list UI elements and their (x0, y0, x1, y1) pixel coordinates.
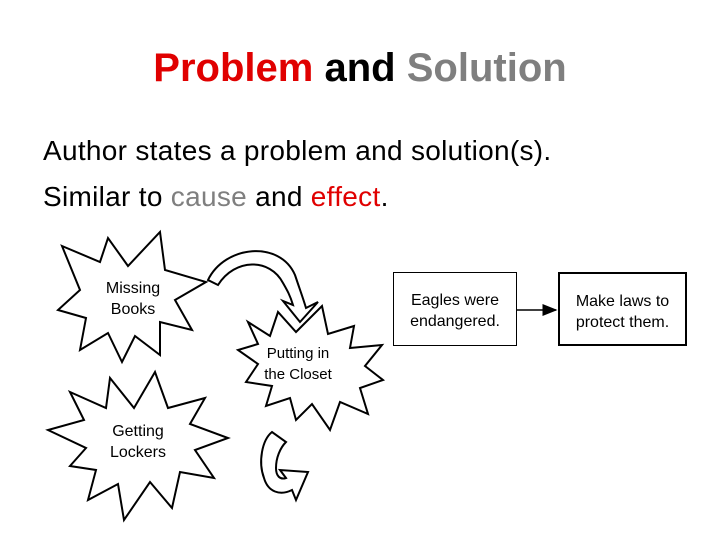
starburst-getting-lockers (45, 369, 231, 523)
body-line-2: Similar to cause and effect. (43, 180, 389, 214)
body-effect: effect (310, 181, 381, 212)
starburst-missing-books (55, 229, 209, 365)
title-solution: Solution (406, 46, 567, 90)
box-eagles-endangered: Eagles were endangered. (393, 272, 517, 346)
label-the-closet: the Closet (264, 366, 332, 383)
label-putting-in: Putting in (266, 345, 330, 362)
label-missing: Missing (105, 280, 161, 297)
body-line-2-prefix: Similar to (43, 181, 171, 212)
starburst-label-getting-lockers: Getting Lockers (85, 421, 191, 463)
body-line-2-and: and (247, 181, 311, 212)
starburst-putting-in-closet (235, 303, 386, 433)
box-eagles-line-1: Eagles were (410, 292, 500, 309)
label-books: Books (110, 301, 156, 318)
starburst-label-putting-in-closet: Putting in the Closet (243, 343, 353, 385)
body-line-1: Author states a problem and solution(s). (43, 135, 552, 166)
curved-arrow-top (206, 250, 319, 324)
body-cause: cause (170, 181, 247, 212)
curved-arrow-bottom (260, 430, 310, 503)
title-and: and (324, 46, 396, 90)
box-laws-line-1: Make laws to (575, 293, 670, 310)
box-laws-line-2: protect them. (575, 314, 670, 331)
label-lockers: Lockers (109, 444, 167, 461)
box-make-laws: Make laws to protect them. (558, 272, 687, 346)
label-getting: Getting (112, 423, 164, 440)
slide-title: Problem and Solution (0, 42, 720, 94)
title-problem: Problem (153, 46, 314, 90)
body-line-2-period: . (380, 181, 389, 212)
box-eagles-line-2: endangered. (410, 313, 500, 330)
starburst-label-missing-books: Missing Books (78, 278, 188, 320)
